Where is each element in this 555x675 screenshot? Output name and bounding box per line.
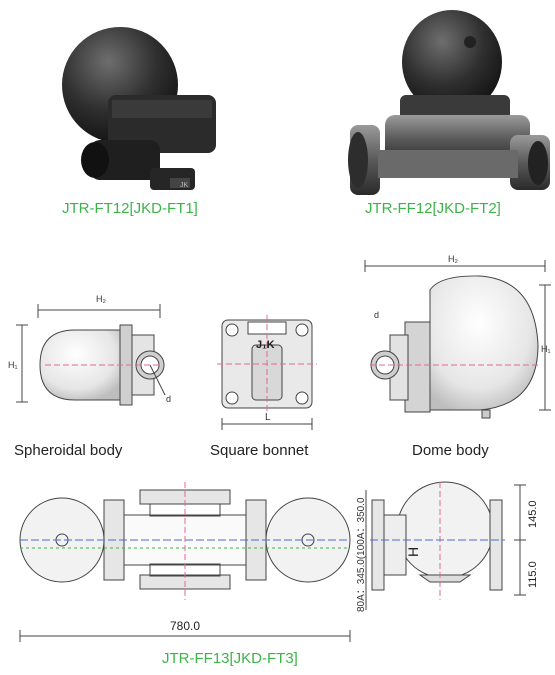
dome-h2-label: H₂ (448, 254, 458, 264)
caption-ff13: JTR-FF13[JKD-FT3] (162, 650, 298, 667)
ff13-length-label: 780.0 (170, 619, 200, 633)
dome-h1-label: H₁ (541, 344, 551, 354)
ff13-front-drawing (19, 482, 367, 642)
spheroidal-h1-label: H₁ (8, 360, 18, 370)
dome-body-drawing (364, 260, 551, 419)
caption-dome: Dome body (412, 442, 489, 459)
spheroidal-body-drawing (16, 304, 166, 406)
dome-d-label: d (374, 310, 379, 320)
ff13-side-drawing (370, 481, 526, 600)
caption-ft12: JTR-FT12[JKD-FT1] (62, 200, 198, 217)
ft12-photo-mark: JK (180, 182, 189, 189)
ft12-photo (62, 27, 216, 190)
spheroidal-d-label: d (166, 394, 171, 404)
square-l-label: L (265, 412, 271, 423)
ff13-h-mark: H (405, 547, 421, 557)
caption-spheroidal: Spheroidal body (14, 442, 123, 459)
ff12-photo (348, 10, 550, 195)
square-jk-mark: J₁K (256, 339, 275, 351)
caption-ff12: JTR-FF12[JKD-FT2] (365, 200, 501, 217)
caption-square: Square bonnet (210, 442, 309, 459)
square-bonnet-drawing (217, 315, 317, 430)
ff13-side-dims: 80A：345.0(100A：350.0 (356, 497, 367, 612)
spheroidal-h2-label: H₂ (96, 294, 106, 304)
ff13-upper-dim: 145.0 (527, 500, 539, 528)
ff13-lower-dim: 115.0 (527, 561, 539, 588)
